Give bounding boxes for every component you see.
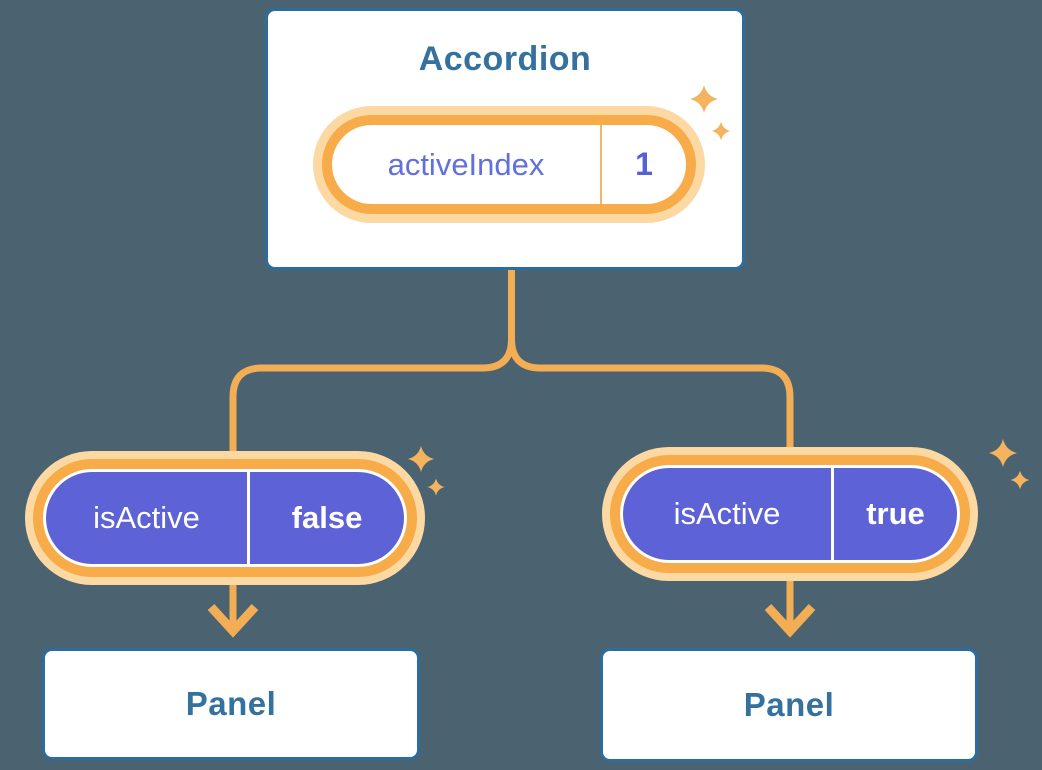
- state-pill-label: activeIndex: [387, 146, 545, 182]
- state-pill-activeindex: activeIndex 1: [322, 115, 696, 214]
- panel-title: Panel: [743, 686, 835, 723]
- prop-pill-isactive-false: isActive false: [33, 459, 417, 577]
- accordion-title: Accordion: [418, 40, 592, 78]
- prop-value: true: [866, 496, 925, 531]
- prop-value: false: [291, 500, 363, 535]
- accordion-component-card: Accordion activeIndex 1: [265, 8, 745, 270]
- state-pill-value: 1: [635, 146, 653, 182]
- prop-pill-isactive-true: isActive true: [610, 455, 970, 573]
- sparkle-icon: [1010, 470, 1030, 490]
- prop-pill-body: isActive true: [623, 468, 957, 560]
- prop-pill-body: isActive false: [46, 472, 404, 564]
- sparkle-icon: [427, 478, 445, 496]
- panel-component-card-right: Panel: [600, 648, 978, 762]
- pill-divider: [600, 125, 602, 204]
- left-arrowhead-icon: [207, 603, 259, 638]
- right-arrowhead-icon: [764, 603, 816, 638]
- sparkle-icon: [407, 445, 435, 473]
- panel-component-card-left: Panel: [42, 648, 420, 760]
- sparkle-icon: [689, 84, 719, 114]
- prop-label: isActive: [93, 500, 200, 535]
- pill-divider: [831, 468, 834, 560]
- sparkle-icon: [711, 121, 731, 141]
- pill-divider: [247, 472, 250, 564]
- panel-title: Panel: [185, 685, 277, 722]
- prop-label: isActive: [673, 496, 781, 531]
- sparkle-icon: [988, 438, 1018, 468]
